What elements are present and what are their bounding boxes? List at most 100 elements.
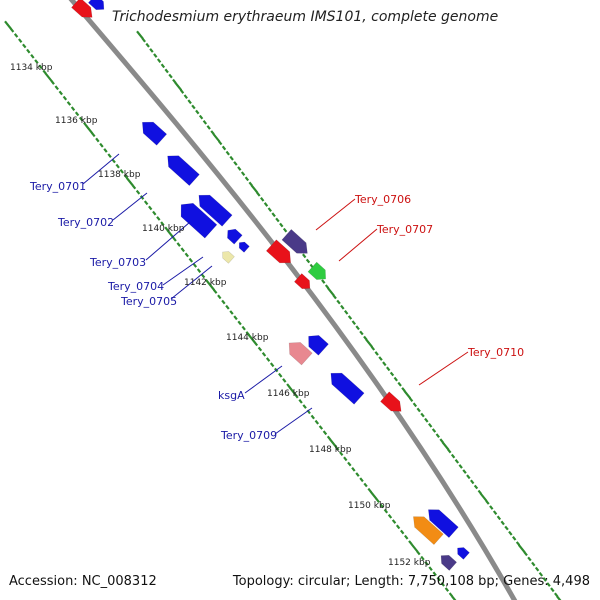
gene-label-ksga[interactable]: ksgA — [218, 389, 245, 402]
plus-strand-tick — [198, 114, 204, 120]
plus-strand-tick — [240, 171, 246, 176]
minus-strand-tick — [395, 524, 401, 530]
gene-arrow-g-pink[interactable] — [284, 337, 313, 366]
gene-arrow-g-red-a[interactable] — [265, 239, 295, 269]
minus-strand-tick — [379, 503, 385, 509]
gene-arrow-g-purple-a[interactable] — [281, 229, 312, 258]
plus-strand-tick — [477, 489, 482, 495]
gene-label-tery-0703[interactable]: Tery_0703 — [89, 256, 146, 269]
gene-label-tery-0702[interactable]: Tery_0702 — [57, 216, 114, 229]
gene-label-tery-0707[interactable]: Tery_0707 — [376, 223, 433, 236]
gene-arrow-g-yellow[interactable] — [220, 249, 235, 264]
minus-strand-tick — [432, 571, 437, 577]
gene-arrow-g-5[interactable] — [224, 226, 243, 245]
minus-strand-tick — [351, 467, 356, 472]
gene-arrow-g-green[interactable] — [307, 261, 330, 284]
gene-arrow-g-purple-b[interactable] — [437, 552, 458, 571]
minus-strand-tick — [184, 252, 189, 258]
plus-strand-tick — [244, 176, 250, 182]
plus-strand-tick — [168, 73, 173, 79]
kbp-label-1152: 1152 kbp — [388, 558, 431, 568]
plus-strand-tick — [172, 78, 177, 84]
leader-line-minus — [162, 256, 204, 286]
minus-strand-tick — [261, 352, 267, 357]
plus-strand-tick — [554, 592, 559, 598]
gene-arrow-g-6[interactable] — [237, 240, 250, 253]
minus-strand-tick — [196, 268, 202, 273]
plus-strand-tick — [210, 130, 215, 135]
leader-line-plus — [418, 351, 469, 386]
minus-strand-tick — [44, 72, 53, 82]
plus-strand-tick — [191, 104, 196, 110]
gene-arrow-g-3[interactable] — [194, 190, 233, 227]
gene-label-tery-0706[interactable]: Tery_0706 — [354, 193, 411, 206]
minus-strand-tick — [74, 111, 80, 117]
minus-strand-tick — [204, 278, 210, 284]
minus-strand-tick — [326, 435, 332, 441]
minus-strand-tick — [99, 142, 104, 148]
gene-arrow-g-red-c[interactable] — [380, 391, 405, 416]
minus-strand-tick — [152, 210, 157, 216]
leader-line-minus — [145, 221, 191, 261]
gene-arrow-g-top-red[interactable] — [71, 0, 96, 22]
plus-strand-tick — [260, 197, 265, 202]
minus-strand-tick — [213, 289, 218, 294]
leader-line-plus — [315, 198, 356, 231]
plus-strand-tick — [221, 145, 227, 151]
kbp-label-1150: 1150 kbp — [348, 501, 391, 511]
minus-strand-tick — [355, 472, 360, 477]
gene-arrow-g-10[interactable] — [455, 545, 470, 560]
gene-label-tery-0704[interactable]: Tery_0704 — [107, 280, 164, 293]
minus-strand-tick — [253, 341, 259, 347]
gene-arrow-g-1[interactable] — [137, 117, 168, 146]
minus-strand-tick — [160, 221, 165, 226]
kbp-label-1146: 1146 kbp — [267, 389, 310, 399]
minus-strand-tick — [269, 362, 275, 368]
minus-strand-tick — [188, 257, 194, 263]
minus-strand-tick — [347, 461, 352, 467]
minus-strand-ruler — [4, 20, 457, 600]
gene-arrow-g-4[interactable] — [175, 198, 218, 239]
minus-strand-tick — [410, 543, 419, 553]
gene-label-tery-0701[interactable]: Tery_0701 — [29, 180, 86, 193]
gene-label-tery-0705[interactable]: Tery_0705 — [120, 295, 177, 308]
plus-strand-tick — [365, 338, 373, 348]
gene-arrow-g-orange[interactable] — [409, 511, 444, 546]
kbp-label-1136: 1136 kbp — [55, 116, 98, 126]
plus-strand-tick — [408, 397, 414, 402]
minus-strand-tick — [103, 148, 108, 153]
minus-strand-tick — [444, 587, 450, 592]
minus-strand-tick — [207, 281, 216, 291]
plus-strand-tick — [275, 217, 280, 223]
gene-arrow-g-7[interactable] — [304, 331, 329, 356]
minus-strand-tick — [247, 334, 256, 344]
gene-arrow-g-2[interactable] — [163, 150, 200, 187]
minus-strand-tick — [95, 137, 100, 143]
plus-strand-tick — [141, 37, 146, 43]
plus-strand-tick — [428, 423, 433, 428]
minus-strand-tick — [294, 393, 299, 399]
minus-strand-tick — [339, 451, 344, 456]
plus-strand-tick — [416, 407, 421, 413]
gene-arrow-g-red-b[interactable] — [293, 273, 313, 293]
minus-strand-tick — [424, 561, 429, 566]
plus-strand-tick — [386, 366, 391, 372]
gene-arrow-g-8[interactable] — [326, 368, 365, 405]
plus-strand-tick — [195, 109, 200, 115]
plus-strand-tick — [527, 556, 532, 562]
plus-strand-tick — [397, 381, 402, 387]
gene-arrow-g-9[interactable] — [424, 504, 459, 539]
gene-arrow-g-top-blue[interactable] — [87, 0, 107, 13]
plus-strand-tick — [187, 99, 192, 105]
minus-strand-tick — [83, 122, 88, 127]
gene-label-tery-0709[interactable]: Tery_0709 — [220, 429, 277, 442]
plus-strand-tick — [321, 279, 326, 284]
minus-strand-tick — [420, 555, 425, 561]
gene-label-tery-0710[interactable]: Tery_0710 — [467, 346, 524, 359]
plus-strand-tick — [485, 500, 490, 505]
plus-strand-tick — [344, 310, 349, 315]
plus-strand-tick — [420, 412, 425, 418]
plus-strand-tick — [212, 133, 221, 143]
gene-features — [71, 0, 470, 571]
